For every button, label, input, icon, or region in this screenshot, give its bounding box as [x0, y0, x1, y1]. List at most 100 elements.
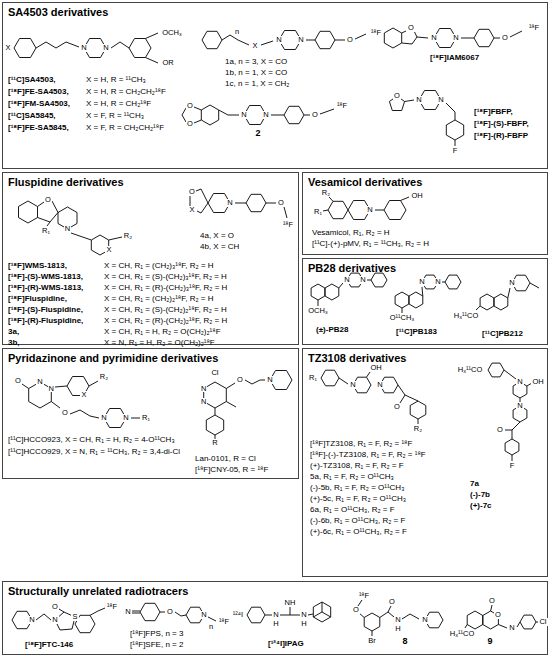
compound-name: [¹⁸F]-(S)-FBFP,	[474, 120, 529, 128]
substituent-note: (+)-TZ3108, R₁ = F, R₂ = F	[310, 462, 404, 470]
atom-label: N	[394, 616, 401, 624]
atom-label: N	[122, 414, 129, 422]
atom-label: O	[496, 426, 504, 434]
atom-label: R₂	[99, 373, 109, 381]
substituent-note: 5a, R₁ = F, R₂ = O¹¹CH₃	[310, 473, 394, 481]
atom-label: O	[311, 111, 319, 119]
atom-label: N	[36, 378, 43, 386]
atom-label: OCH₃	[161, 29, 183, 37]
bond-stroke	[226, 402, 236, 408]
atom-label: N	[421, 616, 428, 624]
bond-stroke	[146, 58, 159, 64]
bond-stroke	[375, 210, 384, 211]
bond-stroke	[201, 105, 218, 125]
atom-label: N	[124, 608, 131, 616]
atom-label: R₁	[308, 374, 318, 382]
bond-stroke	[339, 283, 343, 288]
bond-stroke	[320, 109, 334, 114]
bond-stroke	[321, 370, 339, 386]
substituent-note: X = CH, R₁ = (S)-(CH₂)₂¹⁸F, R₂ = H	[104, 306, 227, 314]
bond-stroke	[402, 31, 417, 44]
atom-label: N	[28, 616, 35, 624]
atom-label: N	[366, 206, 373, 214]
atom-label: R₁	[141, 414, 151, 422]
atom-label: ¹⁸F	[218, 618, 230, 626]
bond-stroke	[131, 418, 140, 419]
bond-stroke	[247, 607, 265, 623]
atom-label: H	[300, 620, 307, 628]
atom-label: O¹¹CH₃	[389, 314, 416, 322]
atom-label: Br	[367, 637, 377, 645]
atom-label: H₃¹¹CO	[449, 630, 476, 638]
atom-label: ¹²⁴I	[232, 611, 244, 619]
bond-stroke	[405, 100, 414, 102]
compound-name: 7a	[470, 480, 479, 488]
atom-label: O	[51, 603, 59, 611]
bond-stroke	[304, 115, 310, 116]
substituent-note: Vesamicol, R₁, R₂ = H	[312, 229, 390, 237]
compound-number: 9	[487, 637, 492, 646]
bond-stroke	[146, 33, 159, 39]
bond-stroke	[129, 39, 151, 58]
bond-stroke	[401, 197, 410, 201]
compound-name: [¹¹C]SA5845,	[8, 112, 56, 120]
bond-stroke	[422, 287, 424, 296]
compound-name: [¹⁸F]FBFP,	[474, 108, 513, 116]
substituent-note: [¹⁸F]TZ3108, R₁ = F, R₂ = ¹⁸F	[310, 440, 412, 448]
bond-stroke	[409, 292, 423, 308]
atom-label: H	[272, 620, 279, 628]
atom-label: F	[509, 462, 516, 470]
bond-stroke	[245, 380, 265, 384]
bond-stroke	[402, 31, 406, 33]
substituent-note: 1b, n = 1, X = CO	[225, 69, 287, 77]
atom-label: O	[277, 199, 285, 207]
bond-stroke	[19, 201, 38, 223]
atom-label: R₂	[123, 232, 133, 240]
atom-label: ¹⁸F	[336, 102, 348, 110]
atom-label: N	[100, 414, 107, 422]
atom-label: OR	[161, 59, 174, 67]
bond-stroke	[398, 385, 405, 403]
bond-stroke	[322, 612, 331, 617]
atom-label: N	[508, 624, 515, 632]
bond-stroke	[311, 284, 325, 300]
atom-label: N	[48, 385, 55, 393]
atom-label: O	[488, 597, 496, 605]
atom-label: N	[434, 278, 441, 286]
bond-stroke	[315, 31, 335, 48]
bond-stroke	[504, 370, 516, 379]
substituent-note: 4b, X = CH	[200, 243, 239, 251]
atom-label: O	[393, 92, 401, 100]
atom-label: ¹⁸F	[528, 24, 540, 32]
bond-stroke	[328, 201, 348, 218]
bond-stroke	[530, 283, 539, 288]
substituent-note: (+)-6c, R₁ = O¹¹CH₃, R₂ = F	[310, 528, 407, 536]
atom-label: S	[71, 613, 78, 621]
atom-label: O	[407, 24, 415, 32]
bond-stroke	[371, 273, 387, 287]
substituent-note: (-)-6b, R₁ = O¹¹CH₃, R₂ = F	[310, 517, 405, 525]
compound-name: [¹⁸F]-(R)-Fluspidine,	[8, 317, 83, 325]
substituent-note: X = CH, R₁ = (S)-(CH₂)₃¹⁸F, R₂ = H	[104, 273, 227, 281]
bond-stroke	[402, 614, 419, 619]
compound-name: [¹⁸F]IAM6067	[430, 54, 479, 62]
atom-label: OH	[410, 192, 423, 200]
substituent-note: [¹⁸F]-(-)-TZ3108, R₁ = F, R₂ = ¹⁸F	[310, 451, 426, 459]
substituent-note: (+)-5c, R₁ = F, R₂ = O¹¹CH₃	[310, 495, 406, 503]
atom-label: OH	[531, 378, 544, 386]
bond-stroke	[384, 201, 406, 220]
atom-label: O	[166, 608, 174, 616]
substituent-note: X = CH, R₁ = (CH₂)₂¹⁸F, R₂ = H	[104, 295, 213, 303]
bond-stroke	[355, 34, 366, 39]
atom-label: R₁	[313, 208, 323, 216]
substituent-note: [¹⁸F]FPS, n = 3	[130, 630, 183, 638]
atom-label: ¹⁸F	[370, 29, 382, 37]
bond-stroke	[367, 372, 371, 377]
atom-label: n	[208, 623, 214, 631]
atom-label: O	[44, 196, 52, 204]
substituent-note: X = H, R = CH₂¹⁸F	[86, 100, 151, 108]
bond-stroke	[140, 603, 160, 620]
compound-name: [¹⁸F]Fluspidine,	[8, 295, 67, 303]
compound-name: [¹⁸F]FM-SA4503,	[8, 100, 70, 108]
